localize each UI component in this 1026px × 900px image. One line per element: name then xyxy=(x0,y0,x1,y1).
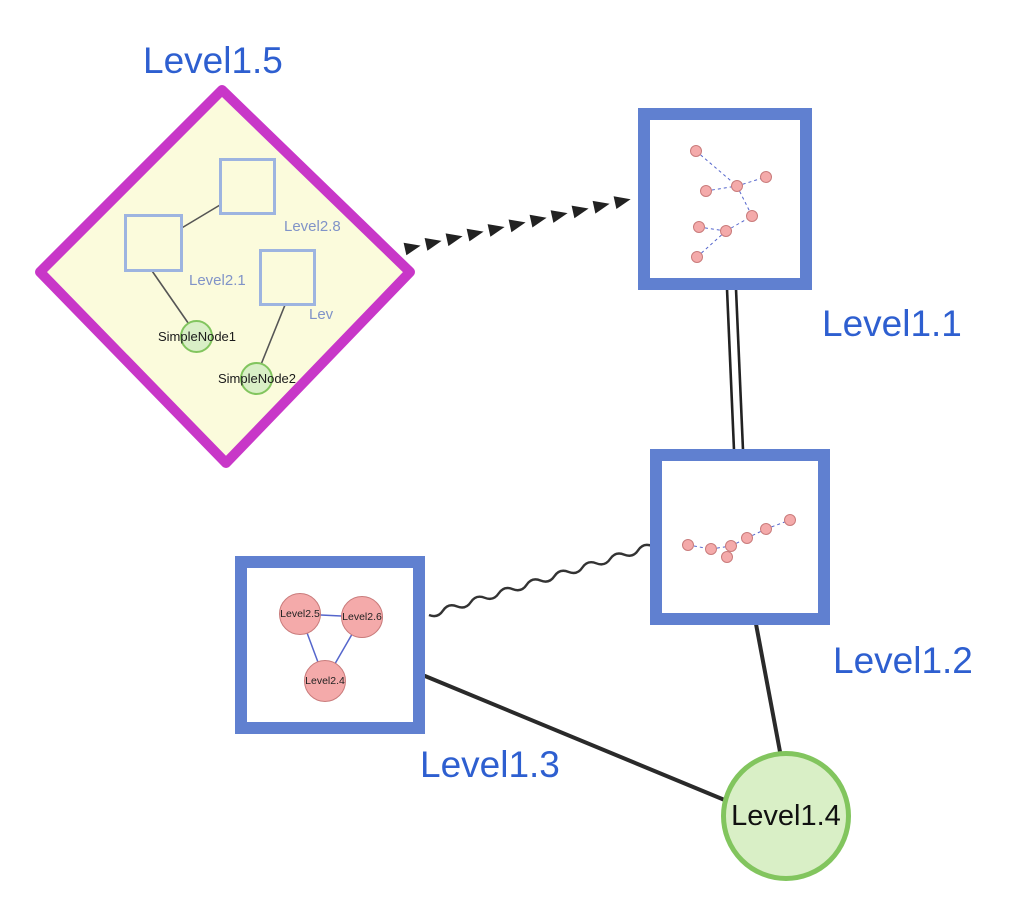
level1-1-minigraph xyxy=(690,145,772,263)
label-level2-8: Level2.8 xyxy=(284,218,341,235)
mini-node[interactable] xyxy=(693,221,705,233)
arrow-dash xyxy=(571,205,589,219)
node-simplenode1[interactable] xyxy=(180,320,213,353)
label-level1-5: Level1.5 xyxy=(143,40,283,81)
node-level2-5[interactable]: Level2.5 xyxy=(279,593,321,635)
arrow-dash xyxy=(487,224,505,237)
label-level2-6: Level2.6 xyxy=(342,611,382,623)
mini-node[interactable] xyxy=(725,540,737,552)
label-level2-5: Level2.5 xyxy=(280,608,320,620)
label-level2-1: Level2.1 xyxy=(189,272,246,289)
node-level1-2[interactable] xyxy=(650,449,830,625)
node-level2-8[interactable] xyxy=(219,158,276,215)
mini-edge[interactable] xyxy=(696,230,727,258)
node-level2-1[interactable] xyxy=(124,214,183,272)
node-level1-3[interactable]: Level2.5 Level2.6 Level2.4 xyxy=(235,556,425,734)
mini-edge[interactable] xyxy=(698,226,727,232)
mini-node[interactable] xyxy=(682,539,694,551)
mini-node[interactable] xyxy=(746,210,758,222)
mini-node[interactable] xyxy=(760,171,772,183)
arrow-dash xyxy=(424,238,442,251)
edge-level1-3-level1-4[interactable] xyxy=(423,674,729,803)
mini-node[interactable] xyxy=(690,145,702,157)
edge-level1-5-level1-1[interactable] xyxy=(403,196,631,256)
label-level2-lev: Lev xyxy=(309,306,334,323)
edge-level1-1-level1-2[interactable] xyxy=(725,288,745,451)
label-level1-4: Level1.4 xyxy=(731,799,841,832)
node-simplenode2[interactable] xyxy=(240,362,273,395)
node-level2-4[interactable]: Level2.4 xyxy=(304,660,346,702)
node-level2-6[interactable]: Level2.6 xyxy=(341,596,383,638)
arrow-dash xyxy=(613,196,631,209)
mini-node[interactable] xyxy=(720,225,732,237)
label-level1-1: Level1.1 xyxy=(822,303,962,344)
arrow-dash xyxy=(529,214,547,228)
arrow-dash xyxy=(445,233,463,247)
edge-level2-1-simplenode1[interactable] xyxy=(149,267,194,331)
arrow-dash xyxy=(550,210,568,223)
mini-node[interactable] xyxy=(705,543,717,555)
edge-lev-simplenode2[interactable] xyxy=(257,299,288,373)
mini-node[interactable] xyxy=(700,185,712,197)
node-level1-5-diamond[interactable] xyxy=(35,85,415,468)
level1-2-minigraph xyxy=(682,514,796,563)
label-level2-4: Level2.4 xyxy=(305,675,345,687)
mini-node[interactable] xyxy=(741,532,753,544)
label-level1-3: Level1.3 xyxy=(420,744,560,785)
arrow-dash xyxy=(508,219,526,233)
node-level2-lev[interactable] xyxy=(259,249,316,306)
arrow-dash xyxy=(592,200,610,214)
mini-edge[interactable] xyxy=(695,150,738,187)
edge-level1-3-level1-2[interactable] xyxy=(428,543,653,618)
edge-level1-2-level1-4[interactable] xyxy=(754,622,783,759)
label-simplenode1: SimpleNode1 xyxy=(157,329,237,344)
mini-edge[interactable] xyxy=(765,519,791,530)
node-level1-1[interactable] xyxy=(638,108,812,290)
arrow-dash xyxy=(403,242,421,256)
node-level1-4[interactable]: Level1.4 xyxy=(721,751,851,881)
label-simplenode2: SimpleNode2 xyxy=(217,371,297,386)
mini-node[interactable] xyxy=(721,551,733,563)
mini-node[interactable] xyxy=(731,180,743,192)
arrow-dash xyxy=(466,228,484,242)
mini-node[interactable] xyxy=(760,523,772,535)
mini-node[interactable] xyxy=(691,251,703,263)
label-level1-2: Level1.2 xyxy=(833,640,973,681)
mini-node[interactable] xyxy=(784,514,796,526)
